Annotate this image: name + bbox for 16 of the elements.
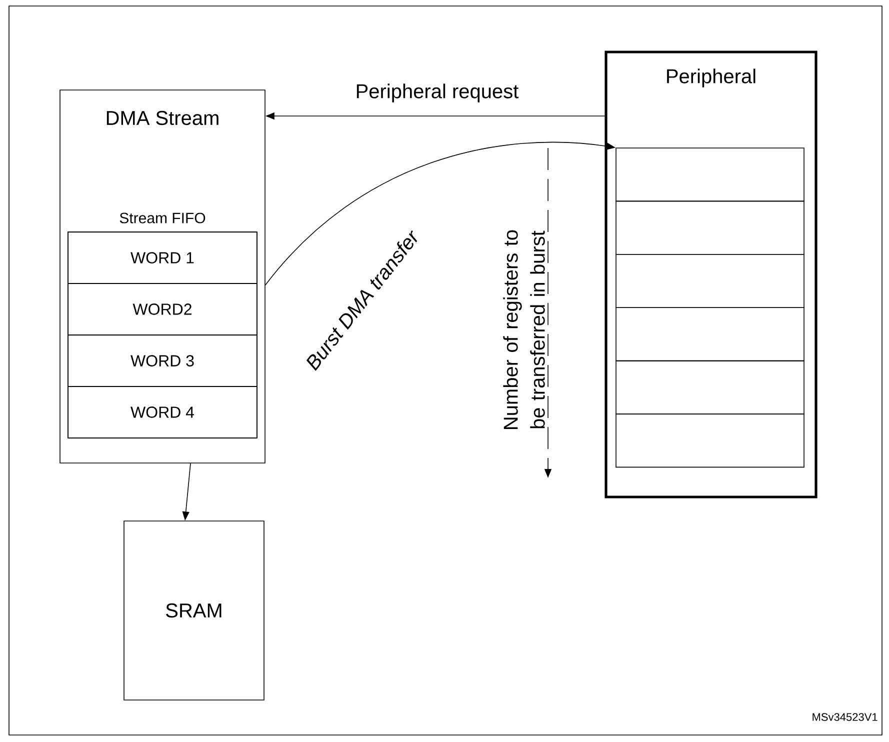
register-cell xyxy=(616,414,804,468)
word-cell: WORD 3 xyxy=(68,334,258,387)
word-cell: WORD 1 xyxy=(68,232,258,284)
sram-box: SRAM xyxy=(124,520,264,700)
word-cell: WORD2 xyxy=(68,283,258,336)
word-cell: WORD 4 xyxy=(68,386,258,438)
register-cell xyxy=(616,254,804,308)
register-cell xyxy=(616,307,804,362)
peripheral-box: Peripheral xyxy=(604,50,818,498)
register-cell xyxy=(616,200,804,255)
register-cell xyxy=(616,360,804,414)
node-label: Stream FIFO xyxy=(120,212,206,224)
edge-label: Peripheral request xyxy=(354,82,520,104)
annotation-text: Number of registers to be transferred in burst xyxy=(503,230,545,429)
register-cell xyxy=(616,148,804,202)
document-code: MSv34523V1 xyxy=(812,713,878,721)
